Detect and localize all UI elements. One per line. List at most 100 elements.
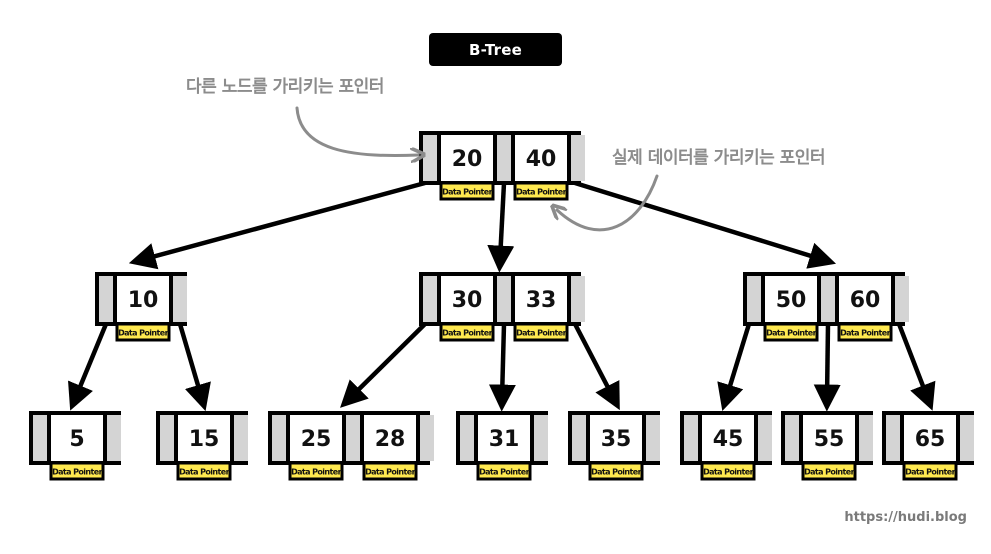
child-pointer-cell	[747, 276, 761, 322]
data-pointer-tag	[801, 461, 857, 481]
child-edge-arrow	[896, 323, 936, 411]
child-pointer-cell	[785, 415, 799, 461]
key-value: 31	[489, 427, 520, 452]
key-value: 60	[850, 288, 881, 313]
data-pointer-label: Data Pointer	[291, 468, 341, 477]
child-pointer-cell	[497, 276, 511, 322]
child-pointer-cell	[234, 415, 248, 461]
data-pointer-label: Data Pointer	[804, 468, 854, 477]
data-pointer-label: Data Pointer	[516, 329, 566, 338]
data-pointer-label: Data Pointer	[442, 188, 492, 197]
node-pointer-callout-arrow	[295, 106, 418, 156]
key-value: 5	[69, 427, 84, 452]
child-pointer-cell	[346, 415, 360, 461]
data-pointer-tag	[439, 181, 495, 201]
child-edge-arrow	[340, 322, 427, 408]
key-cell	[117, 276, 169, 322]
child-edge-arrow	[68, 323, 109, 411]
child-pointer-cell	[160, 415, 174, 461]
child-edge-arrow	[177, 323, 211, 412]
data-pointer-tag	[476, 461, 532, 481]
data-pointer-label: Data Pointer	[905, 468, 955, 477]
data-pointer-label: Data Pointer	[591, 468, 641, 477]
child-pointer-cell	[571, 276, 585, 322]
data-pointer-label: Data Pointer	[442, 329, 492, 338]
key-cell	[515, 135, 567, 181]
child-pointer-cell	[99, 276, 113, 322]
child-pointer-cell	[859, 415, 873, 461]
child-pointer-cell	[758, 415, 772, 461]
key-value: 65	[915, 427, 946, 452]
key-cell	[839, 276, 891, 322]
child-pointer-cell	[895, 276, 909, 322]
child-edge-arrow	[488, 323, 516, 412]
key-cell	[803, 415, 855, 461]
child-pointer-cell	[572, 415, 586, 461]
child-edge-arrow	[574, 180, 837, 269]
key-cell	[364, 415, 416, 461]
data-pointer-label: Data Pointer	[840, 329, 890, 338]
data-pointer-tag	[902, 461, 958, 481]
key-cell	[478, 415, 530, 461]
key-value: 30	[452, 288, 483, 313]
child-pointer-cell	[420, 415, 434, 461]
child-edge-arrow	[813, 323, 841, 412]
child-edge-arrow	[717, 323, 752, 412]
data-pointer-tag	[288, 461, 344, 481]
annotation-node-pointer: 다른 노드를 가리키는 포인터	[186, 77, 384, 97]
data-pointer-tag	[588, 461, 644, 481]
child-pointer-cell	[684, 415, 698, 461]
child-edge-arrow	[487, 182, 515, 273]
key-value: 35	[601, 427, 632, 452]
annotation-data-pointer: 실제 데이터를 가리키는 포인터	[612, 148, 826, 168]
edges-layer	[68, 180, 936, 412]
key-value: 25	[301, 427, 332, 452]
key-cell	[51, 415, 103, 461]
key-cell	[702, 415, 754, 461]
data-pointer-tag	[513, 181, 569, 201]
key-value: 28	[375, 427, 406, 452]
child-pointer-cell	[497, 135, 511, 181]
data-pointer-tag	[49, 461, 105, 481]
data-pointer-tag	[176, 461, 232, 481]
child-pointer-cell	[821, 276, 835, 322]
key-value: 20	[452, 147, 483, 172]
child-pointer-cell	[646, 415, 660, 461]
data-pointer-tag	[513, 322, 569, 342]
data-pointer-tag	[763, 322, 819, 342]
child-pointer-cell	[534, 415, 548, 461]
annotation-arrows	[295, 106, 659, 232]
child-pointer-cell	[173, 276, 187, 322]
child-pointer-cell	[571, 135, 585, 181]
child-pointer-cell	[460, 415, 474, 461]
data-pointer-label: Data Pointer	[479, 468, 529, 477]
key-value: 55	[814, 427, 845, 452]
key-cell	[441, 276, 493, 322]
child-pointer-cell	[423, 135, 437, 181]
data-pointer-label: Data Pointer	[365, 468, 415, 477]
child-edge-arrow	[573, 322, 620, 411]
key-cell	[590, 415, 642, 461]
child-edge-arrow	[128, 180, 426, 270]
child-pointer-cell	[960, 415, 974, 461]
data-pointer-tag	[362, 461, 418, 481]
child-pointer-cell	[886, 415, 900, 461]
key-cell	[515, 276, 567, 322]
child-pointer-cell	[423, 276, 437, 322]
child-pointer-cell	[33, 415, 47, 461]
key-value: 33	[526, 288, 557, 313]
key-cell	[178, 415, 230, 461]
